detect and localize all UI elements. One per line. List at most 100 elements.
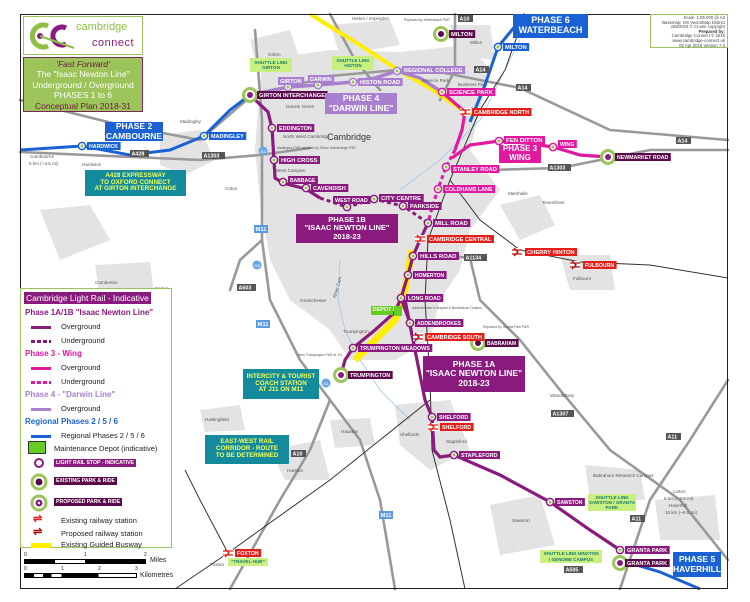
- station-girton[interactable]: GIRTON: [278, 77, 305, 92]
- park-ride-center-icon: [338, 372, 344, 378]
- station-label: SHELFORD: [442, 425, 471, 431]
- station-coldhams-lane[interactable]: COLDHAMS LANE: [433, 184, 496, 194]
- station-label: BABBAGE: [290, 178, 316, 184]
- park-ride-center-icon: [247, 92, 253, 98]
- railway-station-icon: [570, 260, 580, 270]
- station-fulbourn[interactable]: FULBOURN: [570, 260, 617, 270]
- map-note: Addenbrooke's Hospital & Biomedical Camp…: [412, 306, 482, 310]
- station-label-bg: [451, 165, 500, 173]
- station-homerton[interactable]: HOMERTON: [403, 270, 447, 280]
- box-line: TO BE DETERMINED: [215, 451, 279, 459]
- station-fen-ditton[interactable]: FEN DITTON: [494, 136, 545, 146]
- box-line: 2018-23: [333, 231, 361, 241]
- station-darwin[interactable]: DARWIN: [308, 75, 335, 90]
- station-high-cross[interactable]: HIGH CROSS: [269, 155, 320, 165]
- station-stapleford[interactable]: STAPLEFORD: [449, 450, 500, 460]
- station-label: HIGH CROSS: [281, 158, 318, 164]
- stop-center-icon: [351, 80, 355, 84]
- station-stanley-road[interactable]: STANLEY ROAD: [441, 162, 500, 173]
- station-eddington[interactable]: EDDINGTON: [267, 123, 315, 133]
- station-cherry-hinton[interactable]: CHERRY HINTON: [512, 247, 578, 257]
- cambridge-connect-logo: cambridge connect: [23, 16, 143, 55]
- info-url[interactable]: www.cambridge-connect.uk: [672, 37, 725, 43]
- legend-phase3-heading: Phase 3 - Wing: [25, 349, 82, 358]
- station-newmarket-road[interactable]: NEWMARKET ROAD: [600, 149, 671, 165]
- phase1a-box: PHASE 1A"ISAAC NEWTON LINE"2018-23: [423, 356, 525, 392]
- station-shelford[interactable]: SHELFORD: [428, 422, 474, 432]
- box-line: SHUTTLE LINK: [254, 59, 288, 65]
- station-milton[interactable]: MILTON: [433, 26, 476, 42]
- station-label-bg: [449, 30, 476, 38]
- station-foxton[interactable]: FOXTON: [223, 548, 262, 558]
- station-hardwick[interactable]: HARDWICK: [77, 141, 121, 151]
- station-long-road[interactable]: LONG ROAD: [396, 293, 444, 303]
- station-hills-road[interactable]: HILLS ROAD: [408, 251, 459, 261]
- box-line: HAVERHILL: [673, 563, 722, 574]
- station-label: SCIENCE PARK: [449, 90, 493, 96]
- info-scale: Scale: 1:55 000 @ A3: [683, 15, 725, 20]
- station-babbage[interactable]: BABBAGE: [278, 176, 318, 187]
- station-label: SHELFORD: [439, 415, 468, 421]
- station-label: CITY CENTRE: [381, 196, 422, 202]
- station-label: LONG ROAD: [408, 296, 441, 302]
- box-line: CAMBOURNE: [105, 130, 163, 141]
- map-note: Replaced by Waterbeach P&R: [404, 18, 450, 22]
- place-name: Teversham: [542, 200, 565, 205]
- station-milton[interactable]: MILTON: [493, 42, 530, 52]
- station-parkside[interactable]: PARKSIDE: [398, 201, 442, 211]
- station-label-bg: [209, 132, 247, 140]
- station-cavendish[interactable]: CAVENDISH: [301, 183, 349, 193]
- station-city-centre[interactable]: CITY CENTRE: [369, 194, 424, 204]
- box-line: / GENOME CAMPUS: [548, 556, 594, 562]
- station-science-park[interactable]: SCIENCE PARK: [437, 87, 496, 97]
- station-label-bg: [279, 156, 320, 164]
- scale-miles-bar: [24, 559, 146, 564]
- station-label: ADDENBROOKES: [417, 321, 461, 327]
- station-cambridge-south[interactable]: CAMBRIDGE SOUTH: [413, 332, 485, 342]
- station-trumpington[interactable]: TRUMPINGTON: [333, 367, 393, 383]
- road-label: A10: [458, 15, 473, 23]
- logo-mark-icon: [29, 22, 75, 50]
- place-name: Darwin Green: [286, 104, 315, 109]
- place-name: Hardwick: [82, 162, 102, 167]
- road-label: A603: [237, 284, 256, 292]
- station-shelford[interactable]: SHELFORD: [427, 412, 471, 422]
- station-label-bg: [583, 261, 617, 269]
- station-granta-park[interactable]: GRANTA PARK: [612, 555, 670, 571]
- svg-text:A14: A14: [678, 139, 688, 145]
- station-girton-interchange[interactable]: GIRTON INTERCHANGE: [242, 87, 328, 103]
- station-label-bg: [625, 546, 670, 554]
- title-line-2: Underground / Overground: [32, 79, 134, 90]
- station-trumpington-meadows[interactable]: TRUMPINGTON MEADOWS: [348, 343, 433, 353]
- station-wing[interactable]: WING: [548, 140, 577, 152]
- station-regional-college[interactable]: REGIONAL COLLEGE: [392, 66, 466, 76]
- svg-text:A10: A10: [293, 452, 303, 458]
- stop-center-icon: [80, 144, 84, 148]
- maintenance-depot: [394, 306, 402, 316]
- station-addenbrookes[interactable]: ADDENBROOKES: [405, 318, 464, 328]
- station-sawston[interactable]: SAWSTON: [545, 497, 585, 507]
- station-label: MILTON: [505, 45, 527, 51]
- stop-center-icon: [272, 158, 276, 162]
- phase4-darwin-box: PHASE 4"DARWIN LINE": [325, 93, 397, 114]
- station-cambridge-central[interactable]: CAMBRIDGE CENTRAL: [415, 234, 494, 244]
- station-label-bg: [525, 248, 578, 256]
- station-granta-park[interactable]: GRANTA PARK: [615, 545, 670, 555]
- station-histon-road[interactable]: HISTON ROAD: [348, 77, 403, 87]
- legend-railway-icon: ⇌: [33, 513, 43, 525]
- legend-phase3-underground-swatch: [31, 381, 51, 384]
- station-west-road[interactable]: WEST ROAD: [333, 196, 371, 212]
- station-mill-road[interactable]: MILL ROAD: [423, 218, 471, 228]
- road-label: A14: [676, 137, 691, 145]
- station-madingley[interactable]: MADINGLEY: [199, 131, 247, 141]
- scale-miles-label: Miles: [150, 557, 167, 564]
- station-cambridge-north[interactable]: CAMBRIDGE NORTH: [460, 107, 532, 117]
- station-label-bg: [415, 319, 464, 327]
- title-line-4: Conceptual Plan 2018-31: [35, 100, 131, 111]
- station-label-bg: [459, 451, 500, 459]
